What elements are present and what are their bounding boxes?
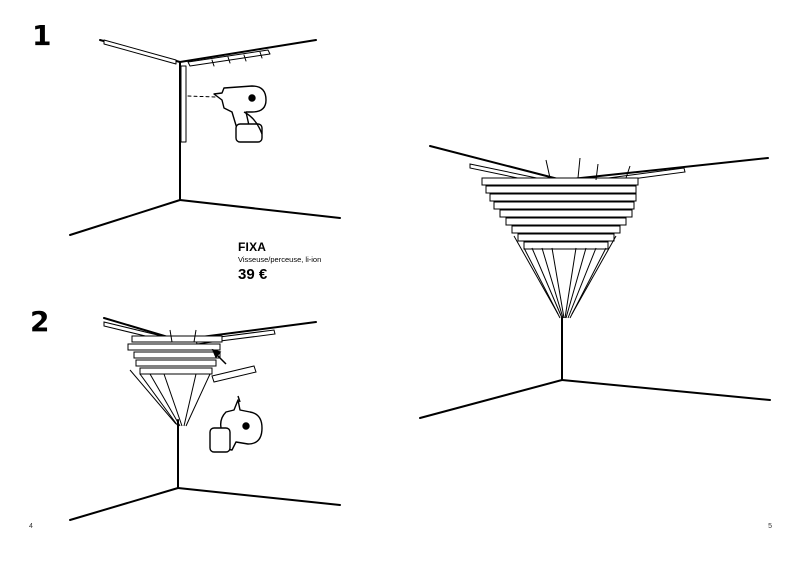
drill-icon [213, 85, 267, 143]
product-name: FIXA [238, 240, 267, 254]
step-2-number: 2 [30, 305, 50, 338]
product-info: FIXA Visseuse/perceuse, li-ion 39 € [238, 240, 321, 283]
page-left: 1 FIXA [29, 19, 341, 530]
wooden-slat-icon [211, 365, 257, 383]
page-number-left: 4 [29, 523, 33, 530]
step-1-number: 1 [32, 19, 52, 52]
page-number-right: 5 [768, 523, 772, 530]
slat-structure [103, 321, 276, 427]
step-1-illustration [69, 39, 341, 236]
slat-structure-final [469, 157, 686, 319]
product-price: 39 € [238, 266, 268, 283]
product-description: Visseuse/perceuse, li-ion [238, 255, 322, 264]
step-2-illustration [69, 317, 341, 521]
arrow-icon [211, 348, 227, 365]
drill-icon [209, 395, 263, 453]
finished-shelf-illustration [419, 145, 771, 419]
page-right: 5 [400, 0, 800, 566]
